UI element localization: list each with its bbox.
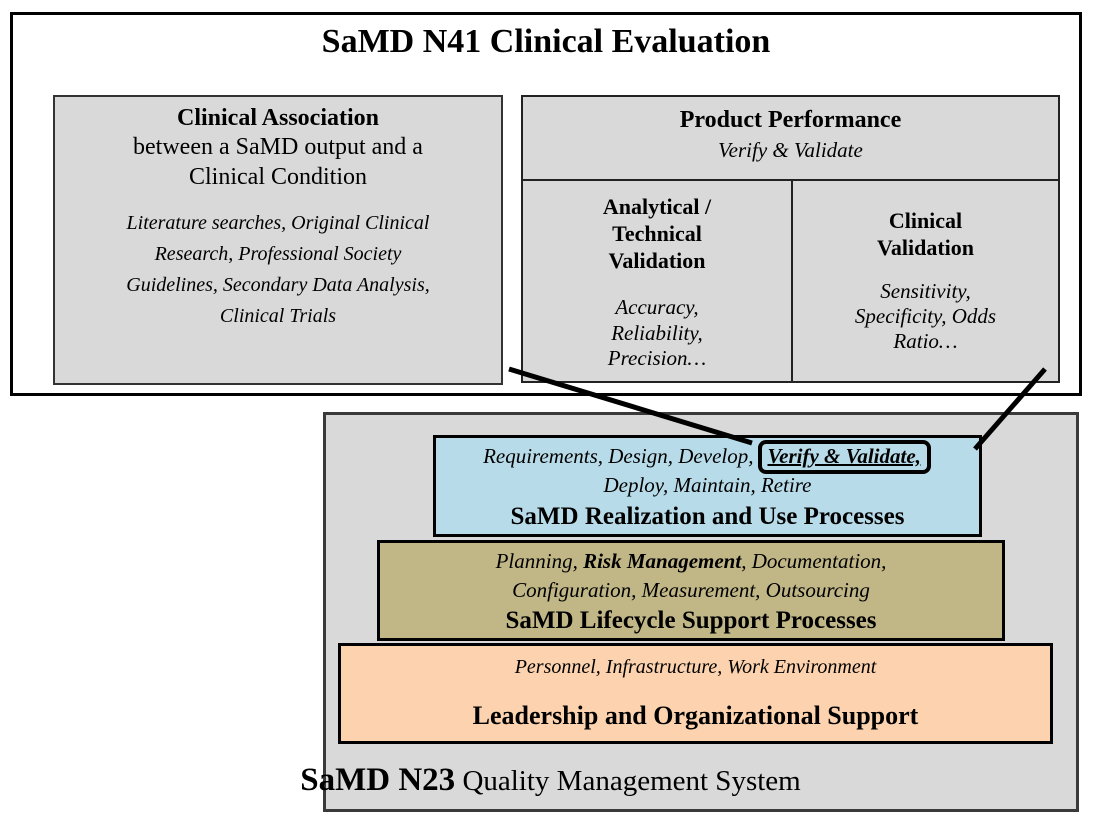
product-performance-title: Product Performance [679, 107, 902, 133]
lifecycle-items-line1: Planning, Risk Management, Documentation… [380, 549, 1002, 574]
realization-items-prefix: Requirements, Design, Develop, [483, 444, 754, 468]
clinical-association-methods: Literature searches, Original Clinical R… [126, 211, 430, 327]
clinical-association-box: Clinical Association between a SaMD outp… [53, 95, 503, 385]
risk-management-emphasis: Risk Management [583, 549, 742, 573]
product-performance-box: Product Performance Verify & Validate An… [521, 95, 1060, 383]
realization-title: SaMD Realization and Use Processes [510, 502, 905, 530]
n23-caption-rest: Quality Management System [455, 765, 801, 797]
verify-validate-highlight-box: Verify & Validate, [758, 440, 931, 474]
analytical-validation-items: Accuracy, Reliability, Precision… [607, 295, 707, 370]
n41-panel-title: SaMD N41 Clinical Evaluation [321, 23, 771, 60]
realization-items-line1: Requirements, Design, Develop,Verify & V… [436, 440, 979, 474]
realization-processes-box: Requirements, Design, Develop,Verify & V… [433, 435, 982, 537]
lifecycle-title: SaMD Lifecycle Support Processes [505, 606, 877, 634]
lifecycle-support-box: Planning, Risk Management, Documentation… [377, 540, 1005, 641]
lifecycle-items-line2: Configuration, Measurement, Outsourcing [512, 577, 870, 602]
n23-caption-bold: SaMD N23 [300, 762, 456, 798]
leadership-items: Personnel, Infrastructure, Work Environm… [514, 656, 877, 678]
lifecycle-items-suffix: , Documentation, [741, 549, 887, 573]
n41-clinical-evaluation-panel: SaMD N41 Clinical Evaluation Clinical As… [10, 12, 1082, 396]
product-performance-header: Product Performance Verify & Validate [523, 97, 1058, 181]
clinical-validation-title: Clinical Validation [876, 208, 974, 260]
realization-items-line2: Deploy, Maintain, Retire [603, 473, 812, 498]
analytical-validation-cell: Analytical / Technical Validation Accura… [523, 181, 793, 381]
clinical-validation-items: Sensitivity, Specificity, Odds Ratio… [854, 278, 997, 354]
clinical-association-title: Clinical Association [176, 105, 380, 131]
leadership-title: Leadership and Organizational Support [472, 701, 919, 731]
analytical-validation-title: Analytical / Technical Validation [602, 194, 712, 273]
clinical-validation-cell: Clinical Validation Sensitivity, Specifi… [793, 181, 1058, 381]
leadership-support-box: Personnel, Infrastructure, Work Environm… [338, 643, 1053, 744]
product-performance-subcells: Analytical / Technical Validation Accura… [523, 181, 1058, 381]
product-performance-subtitle: Verify & Validate [718, 137, 863, 162]
n23-caption: SaMD N23 Quality Management System [0, 762, 1101, 799]
lifecycle-items-prefix: Planning, [495, 549, 584, 573]
clinical-association-subtitle: between a SaMD output and a Clinical Con… [133, 134, 423, 191]
